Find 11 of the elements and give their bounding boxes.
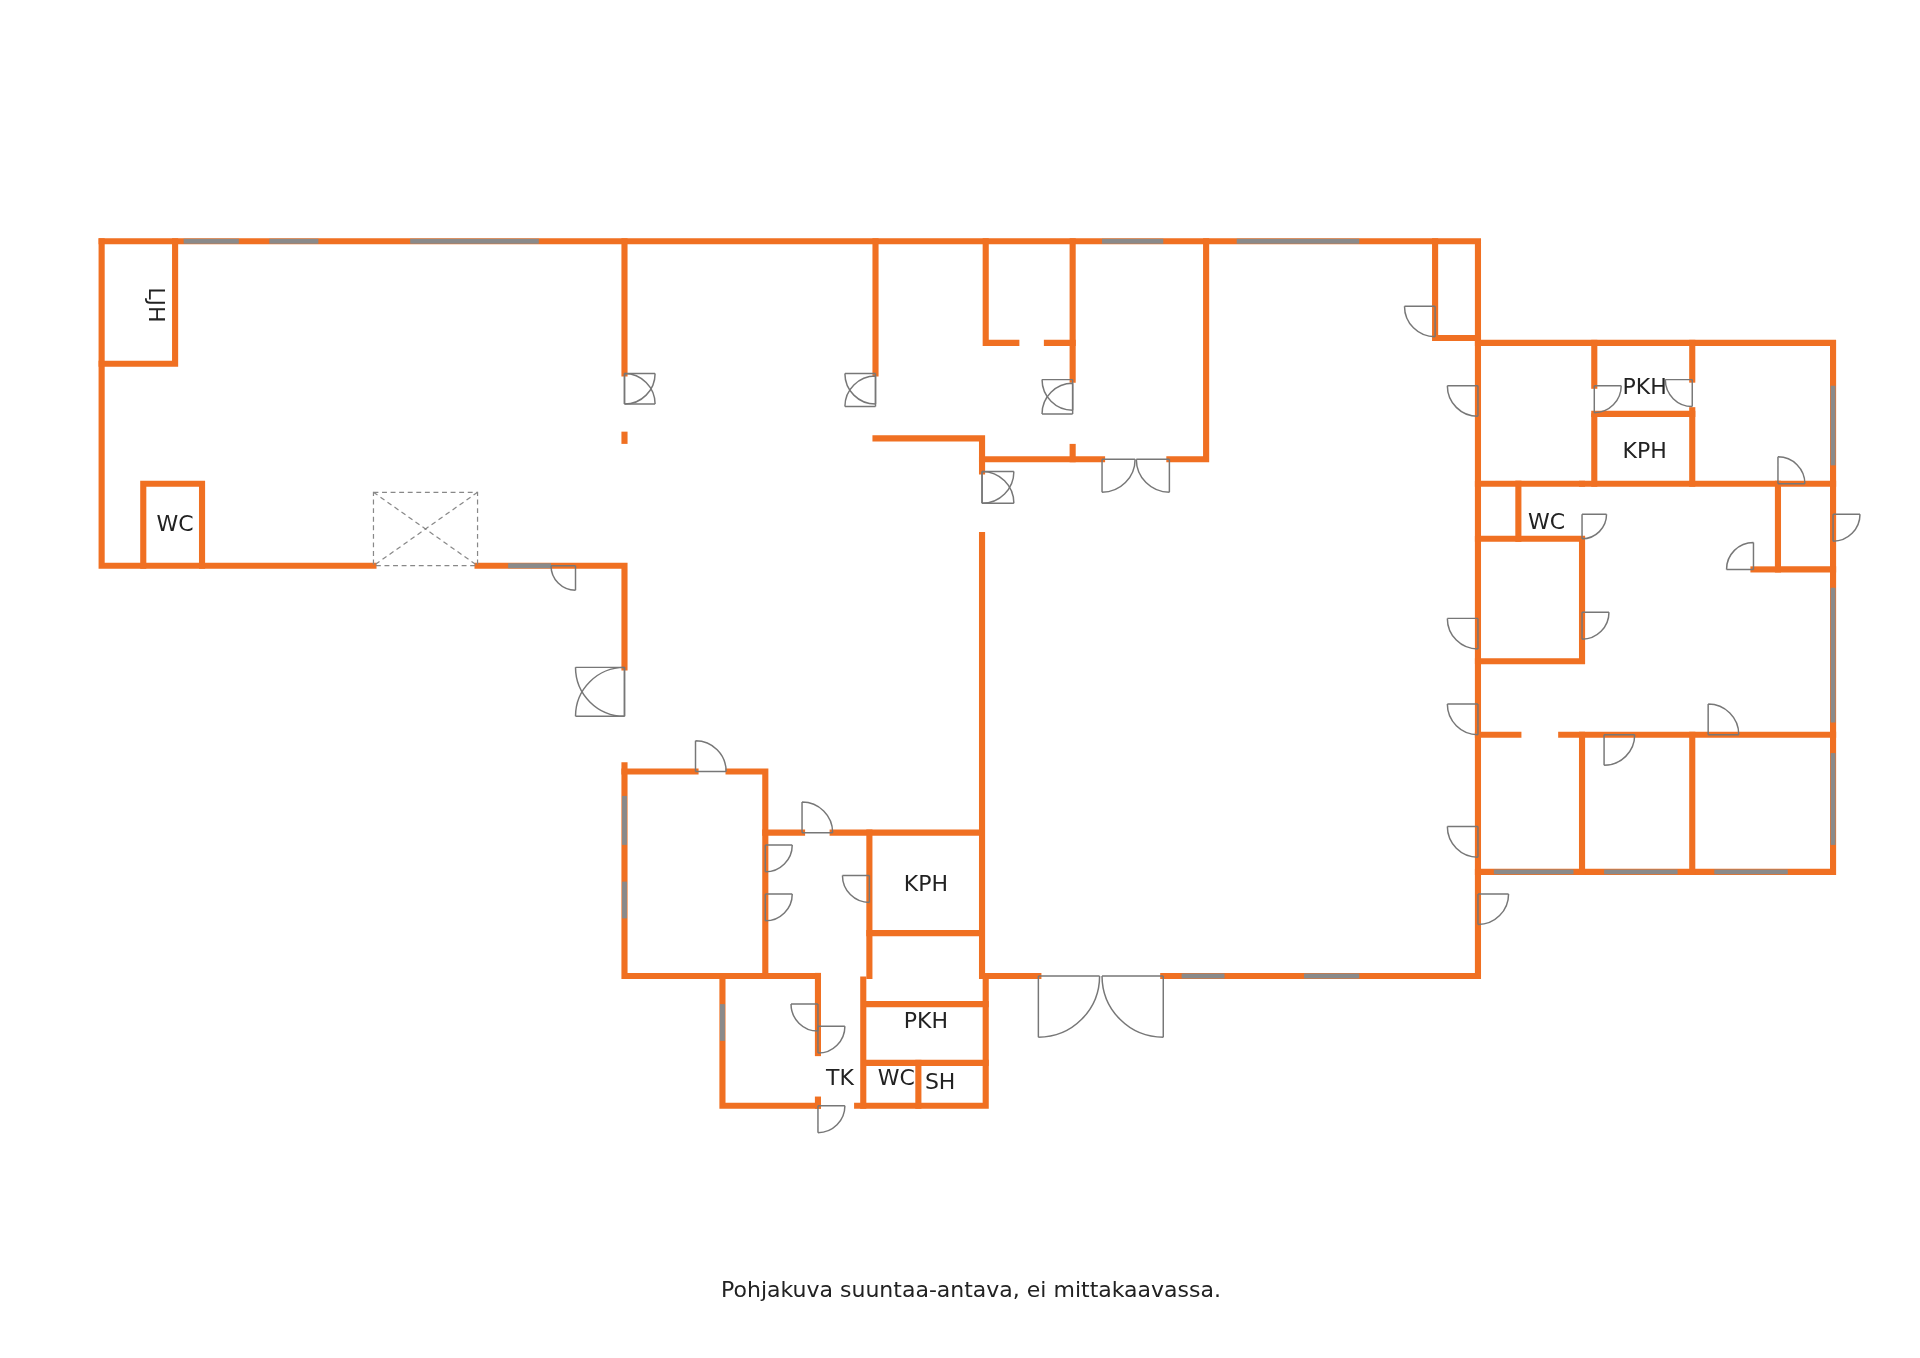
- room-label: LJH: [144, 287, 167, 323]
- room-label: WC: [1528, 510, 1566, 533]
- room-label: KPH: [1622, 439, 1667, 462]
- room-label: KPH: [903, 873, 948, 896]
- caption: Pohjakuva suuntaa-antava, ei mittakaavassa.: [721, 1276, 1221, 1302]
- room-label: WC: [877, 1066, 915, 1089]
- room-label: WC: [156, 513, 194, 536]
- room-label: PKH: [1622, 375, 1667, 398]
- room-label: PKH: [903, 1010, 948, 1033]
- room-label: SH: [924, 1071, 956, 1094]
- room-label: TK: [826, 1066, 854, 1089]
